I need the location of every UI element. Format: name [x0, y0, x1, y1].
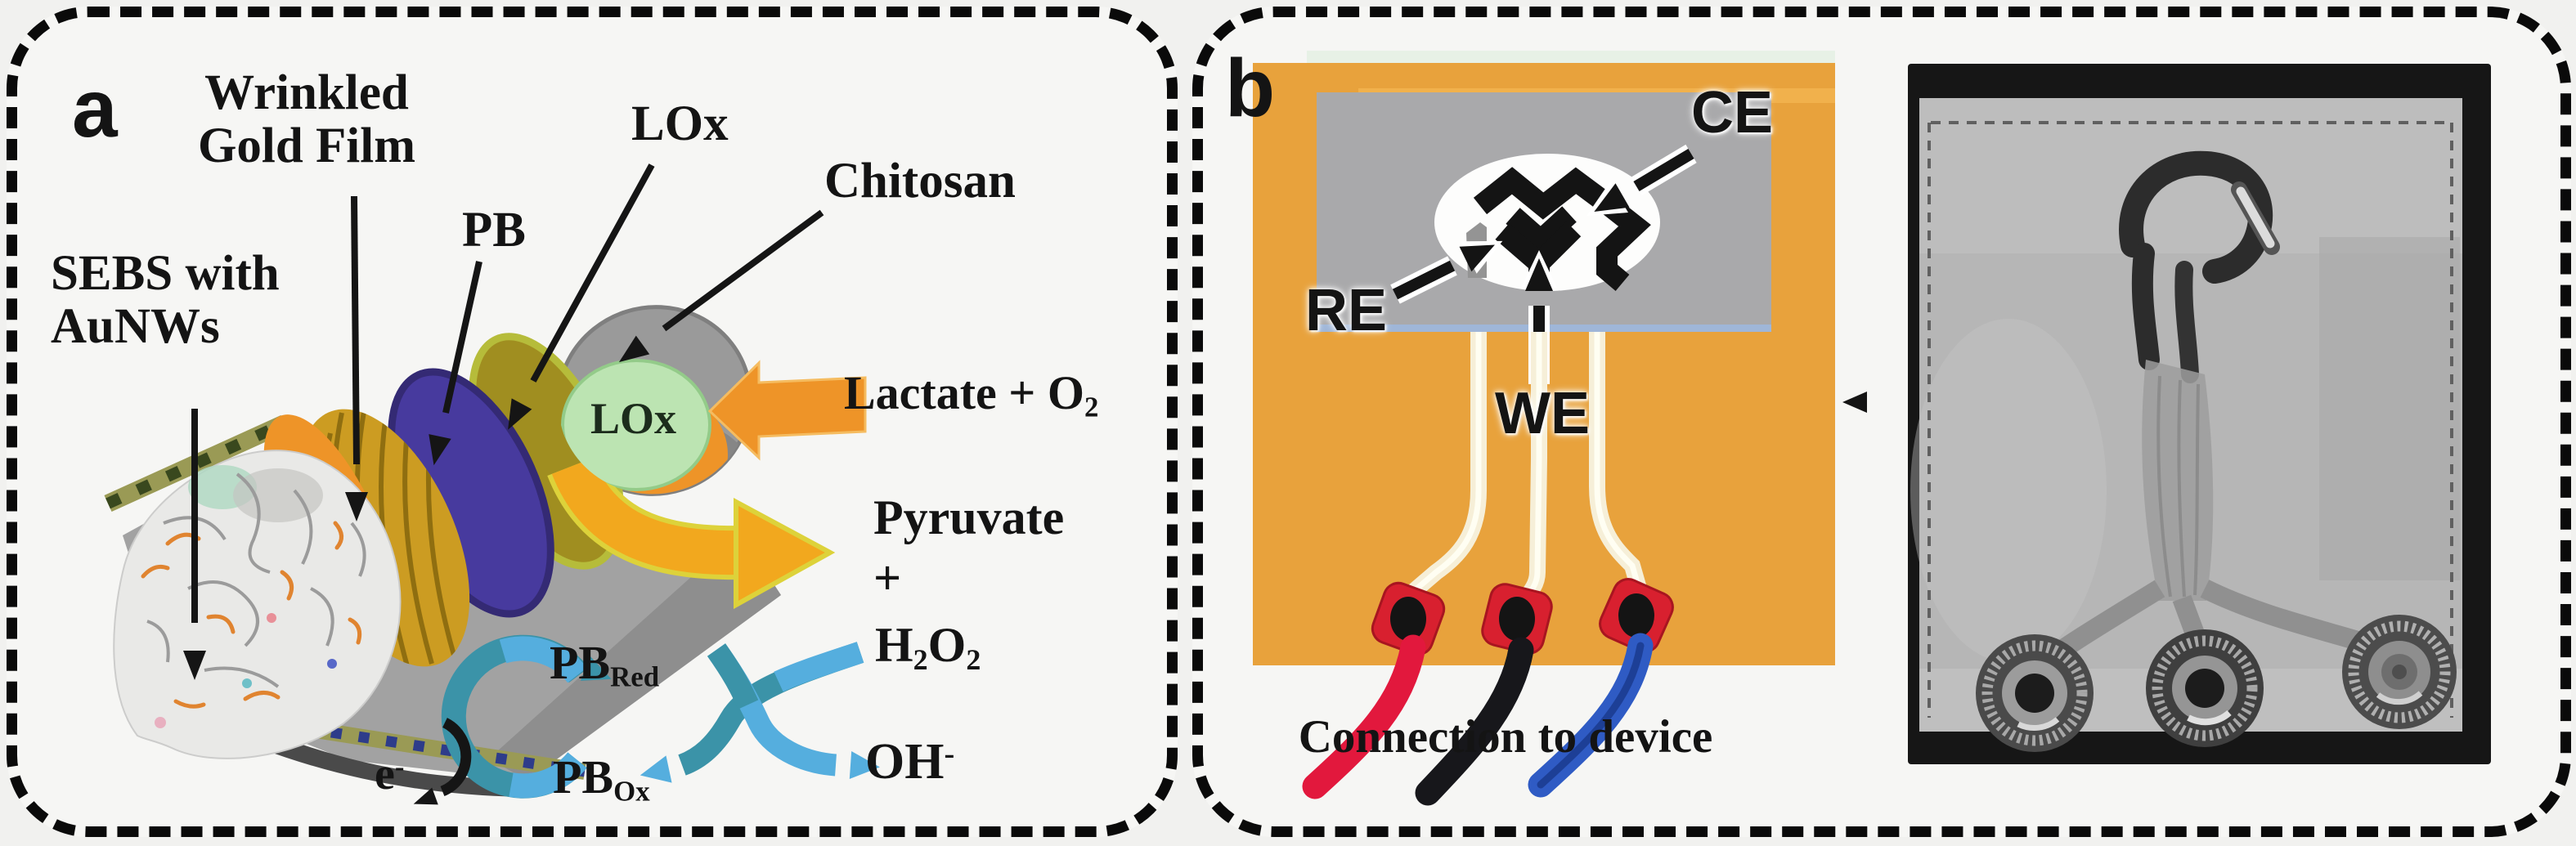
- lox-enzyme-tip: [561, 359, 711, 491]
- black-wire: [1415, 637, 1534, 806]
- lox-arrow: [530, 163, 655, 383]
- ce-arrowhead: [1594, 183, 1630, 212]
- snap-connector-ce: [1599, 578, 1674, 653]
- h2o2-o: O: [927, 618, 967, 672]
- snap-connectors: [1371, 578, 1674, 656]
- label-oh: OH-: [865, 734, 955, 790]
- cycle-arc-light-top: [499, 636, 587, 683]
- label-chitosan: Chitosan: [824, 154, 1016, 208]
- red-wire: [1302, 634, 1426, 799]
- lactate-base: Lactate + O: [844, 366, 1084, 419]
- pb-redox-cycle: [413, 634, 612, 805]
- oh-arrowhead: [849, 751, 880, 779]
- sebs-aunw-fiber-core: [113, 450, 402, 759]
- h2o2-sub2: 2: [966, 643, 981, 677]
- label-lactate-o2: Lactate + O2: [844, 368, 1098, 423]
- photo-trace-column: [2036, 360, 2390, 672]
- panel-b: b CE RE WE Connection to device: [1191, 0, 2576, 846]
- au-nanowire-squiggles: [141, 521, 362, 709]
- re-arrowhead: [1459, 244, 1495, 272]
- sebs-line1: SEBS with: [51, 246, 280, 301]
- blue-wire-shade: [1537, 642, 1645, 789]
- blob-gray-patch: [233, 468, 323, 522]
- wrinkled-line1: Wrinkled: [204, 65, 409, 120]
- label-lox-tip: LOx: [590, 394, 677, 443]
- label-re: RE: [1305, 278, 1388, 343]
- label-lox-top: LOx: [631, 96, 729, 151]
- fabric-shade-right: [2319, 237, 2460, 580]
- lactate-inflow-arrow: [707, 360, 867, 461]
- pb-ox-base: PB: [553, 750, 614, 803]
- label-connection-to-device: Connection to device: [1298, 711, 1713, 763]
- device-wires: [1302, 633, 1654, 806]
- cycle-arc-light-bottom: [509, 752, 587, 799]
- photo-snap-2: [2146, 629, 2264, 747]
- label-arrowheads: [183, 335, 650, 680]
- sebs-line2: AuNWs: [51, 298, 220, 354]
- pb-red-base: PB: [550, 636, 611, 689]
- electrode-schematic: [1253, 51, 1835, 806]
- left-pointer-icon: [1842, 392, 1867, 413]
- wrinkled-line2: Gold Film: [197, 118, 416, 173]
- label-arrows: [191, 163, 824, 623]
- photo-snap-buttons: [1976, 615, 2457, 752]
- pb-arrow: [442, 261, 482, 414]
- label-we: WE: [1495, 381, 1590, 446]
- photo-electrode-pattern: [2119, 150, 2280, 383]
- photo-snap-1: [1976, 634, 2094, 752]
- stitch-lines: [1928, 121, 2453, 718]
- fabric-highlight-left: [1910, 319, 2107, 662]
- pb-red-subscript: Red: [610, 660, 660, 693]
- re-arrow: [1392, 260, 1456, 300]
- crossing-light-segment: [774, 642, 864, 692]
- pyruvate-flow-arrow: [547, 455, 836, 610]
- panel-b-letter: b: [1225, 43, 1276, 134]
- snap-connector-we: [1481, 583, 1553, 655]
- lactate-subscript: 2: [1084, 391, 1099, 423]
- oh-base: OH: [865, 734, 945, 790]
- electron-arrowhead: [413, 787, 438, 805]
- blob-specks: [155, 613, 337, 728]
- label-pb: PB: [462, 203, 526, 257]
- electron-arrow: [440, 718, 472, 797]
- device-photo: [1908, 64, 2491, 764]
- crumple-lines: [146, 472, 366, 688]
- label-electron: e-: [375, 750, 404, 799]
- cycle-arrowhead: [581, 656, 612, 681]
- ce-arrow: [1633, 148, 1694, 192]
- electron-superscript: -: [394, 750, 405, 783]
- pbox-arrowhead: [640, 755, 672, 783]
- h2o2-sub1: 2: [913, 643, 928, 677]
- photo-snap-3: [2342, 615, 2457, 729]
- label-pb-red: PBRed: [550, 638, 659, 693]
- label-plus: +: [873, 551, 902, 605]
- pb-ox-subscript: Ox: [613, 775, 650, 808]
- fiber-sensor-illustration: [104, 163, 880, 805]
- label-pb-ox: PBOx: [553, 752, 650, 808]
- snap-connector-re: [1371, 581, 1446, 656]
- panel-a-letter: a: [72, 63, 118, 154]
- crossing-dark-segment: [707, 643, 759, 709]
- label-ce: CE: [1691, 80, 1774, 145]
- oh-superscript: -: [944, 736, 955, 772]
- label-h2o2: H2O2: [875, 618, 981, 677]
- h2o2-oh-crossing-arrows: [640, 642, 880, 783]
- h2o2-h: H: [875, 618, 913, 672]
- electrode-patch-illustration: [1253, 51, 2491, 806]
- printed-traces: [1407, 332, 1647, 609]
- chitosan-arrow: [662, 209, 824, 332]
- trough-shade: [489, 533, 781, 781]
- wrinkled-gold-arrow: [351, 195, 360, 465]
- substrate-top-strip: [1307, 51, 1835, 64]
- label-pyruvate: Pyruvate: [873, 490, 1065, 544]
- we-arrowhead: [1525, 258, 1553, 291]
- electron-base: e: [375, 749, 395, 799]
